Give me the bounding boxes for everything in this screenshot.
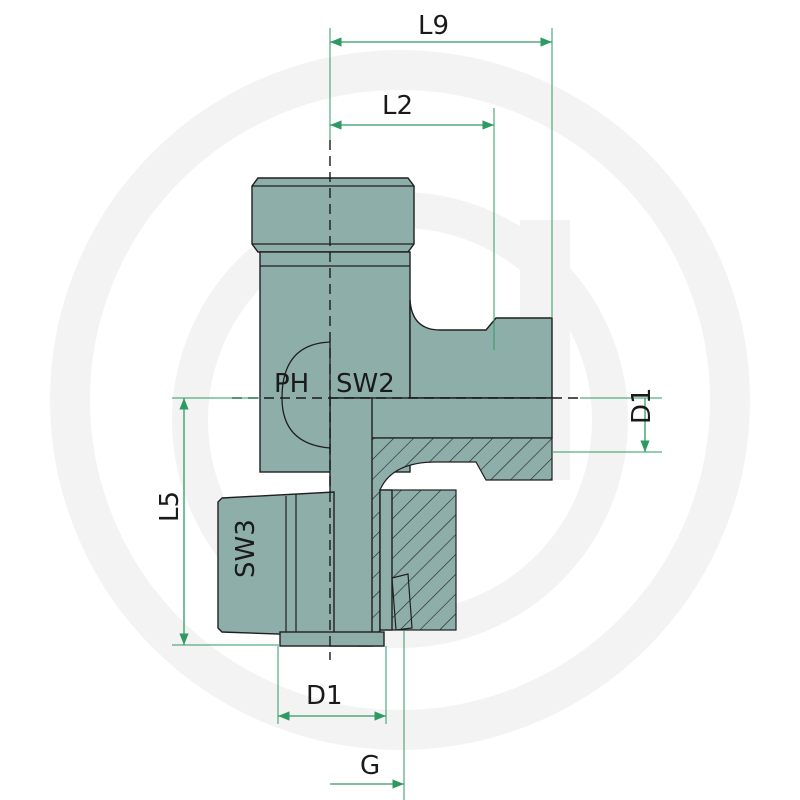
label-PH: PH bbox=[274, 369, 309, 399]
label-L9: L9 bbox=[418, 11, 449, 41]
side-arm bbox=[409, 299, 553, 399]
swivel-nut bbox=[217, 489, 457, 637]
label-G: G bbox=[360, 751, 380, 781]
label-SW2: SW2 bbox=[336, 369, 395, 399]
label-D1-right: D1 bbox=[627, 387, 657, 424]
label-D1-bottom: D1 bbox=[306, 681, 343, 711]
lower-body bbox=[329, 397, 553, 647]
bottom-stub bbox=[279, 631, 385, 647]
top-thread-stub bbox=[251, 177, 415, 253]
label-L2: L2 bbox=[382, 91, 413, 121]
label-SW3: SW3 bbox=[231, 519, 261, 578]
extension-lines bbox=[172, 28, 662, 800]
label-L5: L5 bbox=[155, 491, 185, 522]
dimension-lines bbox=[179, 37, 650, 789]
